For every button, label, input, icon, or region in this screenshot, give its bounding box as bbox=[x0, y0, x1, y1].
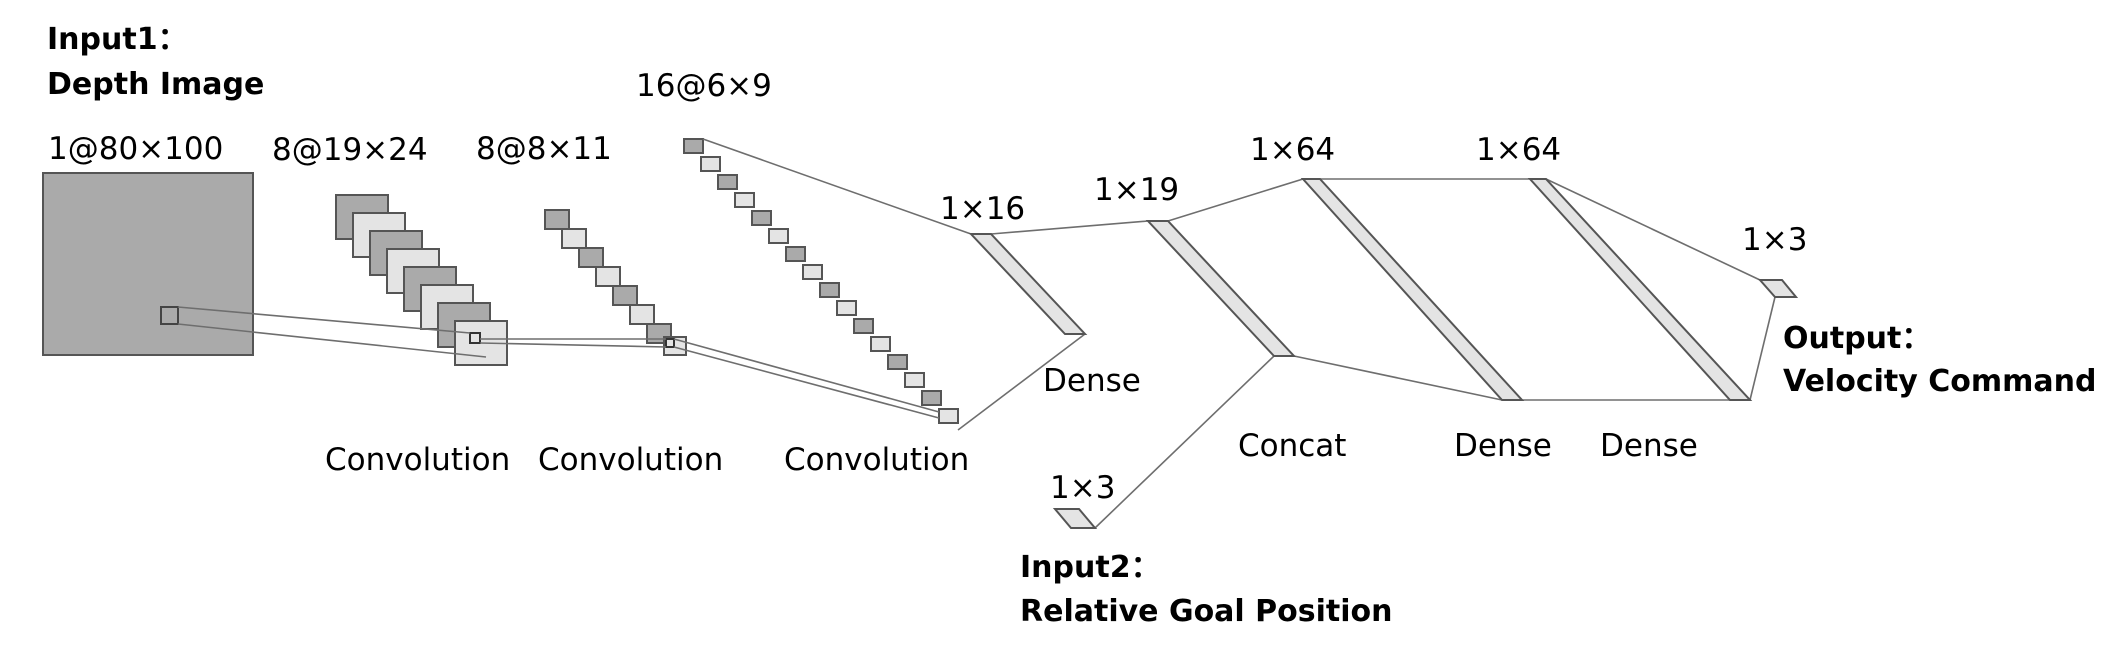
output-name: Velocity Command bbox=[1783, 364, 2096, 399]
conv2-feature-maps bbox=[544, 209, 687, 356]
conv3-dim: 16@6×9 bbox=[636, 68, 772, 104]
dense-vector-shapes bbox=[968, 178, 1799, 529]
input1-title: Input1： bbox=[47, 22, 188, 57]
goal-input-dim: 1×3 bbox=[1050, 470, 1115, 506]
dense1-label: Dense bbox=[1043, 363, 1141, 399]
input2-name: Relative Goal Position bbox=[1020, 594, 1392, 629]
output-title: Output： bbox=[1783, 321, 1931, 356]
output-dim: 1×3 bbox=[1742, 222, 1807, 258]
conv2-dim: 8@8×11 bbox=[476, 131, 612, 167]
conv1-dim: 8@19×24 bbox=[272, 132, 428, 168]
dense3-vector bbox=[1527, 178, 1753, 401]
concat-dim: 1×19 bbox=[1094, 172, 1179, 208]
concat-vector bbox=[1145, 220, 1297, 357]
dense3-dim: 1×64 bbox=[1476, 132, 1561, 168]
goal-input-vector bbox=[1052, 508, 1098, 529]
dense1-dim: 1×16 bbox=[940, 191, 1025, 227]
conv1-label: Convolution bbox=[325, 442, 510, 478]
conv3-label: Convolution bbox=[784, 442, 969, 478]
depth-image-block bbox=[42, 172, 254, 356]
dense2-vector bbox=[1300, 178, 1525, 401]
dense2-dim: 1×64 bbox=[1250, 132, 1335, 168]
conv2-label: Convolution bbox=[538, 442, 723, 478]
input-image-dim: 1@80×100 bbox=[48, 131, 223, 167]
dense3-label: Dense bbox=[1600, 428, 1698, 464]
dense1-vector bbox=[968, 233, 1088, 335]
conv3-feature-maps bbox=[683, 138, 959, 424]
output-vector bbox=[1757, 279, 1799, 298]
input2-title: Input2： bbox=[1020, 550, 1161, 585]
depth-receptive-field bbox=[160, 306, 179, 325]
connection-lines bbox=[177, 138, 1776, 529]
input1-name: Depth Image bbox=[47, 67, 264, 102]
dense2-label: Dense bbox=[1454, 428, 1552, 464]
concat-label: Concat bbox=[1238, 428, 1346, 464]
